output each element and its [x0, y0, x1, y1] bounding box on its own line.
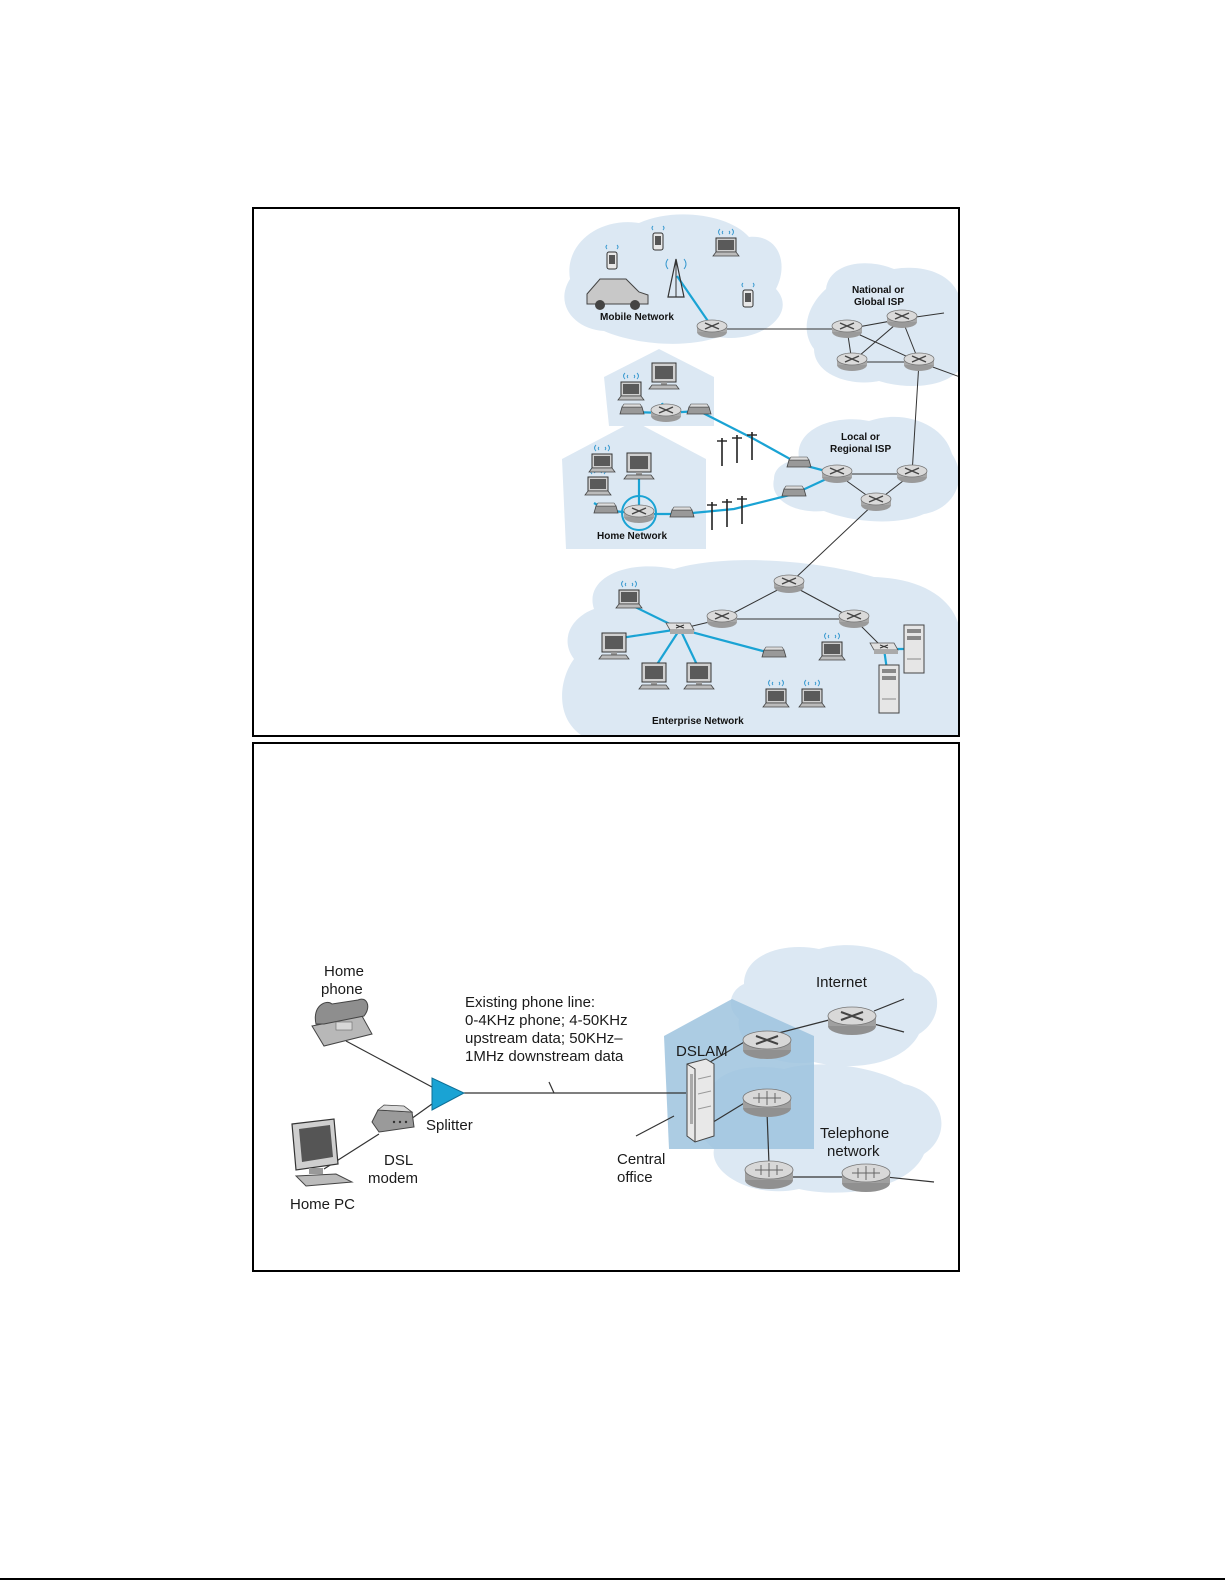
dslam-label: DSLAM — [676, 1043, 728, 1060]
local-isp-label: Regional ISP — [830, 444, 891, 455]
router-icon — [904, 353, 934, 371]
telephone-network-label: Telephone — [820, 1125, 889, 1142]
national-isp-label: Global ISP — [854, 297, 904, 308]
desktop-icon — [684, 663, 714, 689]
phone-line-label: 0-4KHz phone; 4-50KHz — [465, 1012, 628, 1029]
dslam-router-icon — [743, 1031, 791, 1059]
router-icon — [697, 320, 727, 338]
server-icon — [879, 665, 899, 713]
dslam-rack-icon — [687, 1059, 714, 1142]
telephone-switch-icon — [842, 1164, 890, 1192]
telephone-icon — [312, 999, 372, 1046]
telephone-poles — [707, 432, 757, 530]
national-isp-label: National or — [852, 285, 904, 296]
router-icon — [832, 320, 862, 338]
enterprise-network-label: Enterprise Network — [652, 716, 744, 727]
phone-line-label: upstream data; 50KHz– — [465, 1030, 623, 1047]
home-phone-label: phone — [321, 981, 363, 998]
router-icon — [707, 610, 737, 628]
desktop-icon — [639, 663, 669, 689]
home-pc-label: Home PC — [290, 1196, 355, 1213]
mobile-network-cloud — [564, 214, 782, 343]
central-office-label: Central — [617, 1151, 665, 1168]
internet-router-icon — [828, 1007, 876, 1035]
phone-line-label: 1MHz downstream data — [465, 1048, 624, 1065]
central-office-label: office — [617, 1169, 653, 1186]
internet-label: Internet — [816, 974, 868, 991]
network-overview-diagram: Mobile Network National or Global ISP Lo… — [254, 209, 960, 737]
page-bottom-rule — [0, 1578, 1225, 1580]
router-icon — [774, 575, 804, 593]
router-icon — [822, 465, 852, 483]
home-network-label: Home Network — [597, 531, 667, 542]
splitter-icon — [432, 1078, 464, 1110]
switch-icon — [666, 623, 694, 634]
router-icon — [839, 610, 869, 628]
router-icon — [651, 404, 681, 422]
home-phone-label: Home — [324, 963, 364, 980]
router-icon — [897, 465, 927, 483]
router-icon — [861, 493, 891, 511]
national-isp-cloud — [807, 263, 960, 386]
mobile-network-label: Mobile Network — [600, 312, 674, 323]
dsl-modem-label: modem — [368, 1170, 418, 1187]
desktop-computer-icon — [292, 1119, 352, 1186]
telephone-network-label: network — [827, 1143, 880, 1160]
server-icon — [904, 625, 924, 673]
network-overview-panel: Mobile Network National or Global ISP Lo… — [252, 207, 960, 737]
splitter-label: Splitter — [426, 1117, 473, 1134]
telephone-switch-icon — [745, 1161, 793, 1189]
desktop-icon — [624, 453, 654, 479]
router-icon — [887, 310, 917, 328]
dsl-modem-label: DSL — [384, 1152, 413, 1169]
desktop-icon — [599, 633, 629, 659]
router-icon — [837, 353, 867, 371]
router-icon — [624, 505, 654, 523]
desktop-icon — [649, 363, 679, 389]
telephone-switch-icon — [743, 1089, 791, 1117]
dsl-modem-icon — [372, 1105, 414, 1132]
dsl-access-diagram: Home phone Splitter DSL modem Home PC Ex… — [254, 744, 960, 1272]
local-isp-label: Local or — [841, 432, 880, 443]
switch-icon — [870, 643, 898, 654]
phone-line-label: Existing phone line: — [465, 994, 595, 1011]
dsl-access-panel: Home phone Splitter DSL modem Home PC Ex… — [252, 742, 960, 1272]
